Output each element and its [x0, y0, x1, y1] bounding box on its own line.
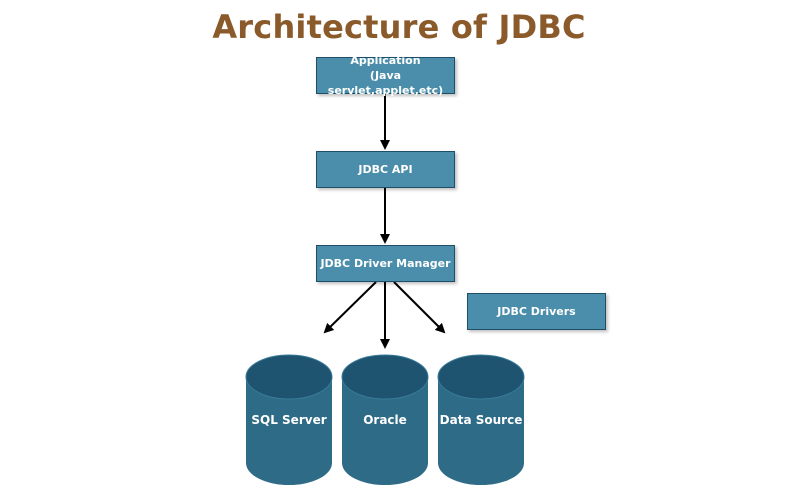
- jdbc-api-label: JDBC API: [358, 163, 413, 176]
- database-cylinder-oracle: [341, 354, 429, 485]
- sql-server-label: SQL Server: [251, 413, 327, 427]
- arrow-manager-to-sql: [323, 281, 377, 334]
- jdbc-api-box: JDBC API: [316, 151, 455, 188]
- application-sublabel: (Java servlet,applet,etc): [327, 69, 444, 97]
- jdbc-drivers-label: JDBC Drivers: [497, 305, 576, 318]
- application-box: Application (Java servlet,applet,etc): [316, 54, 455, 97]
- database-cylinder-data-source: [437, 354, 525, 485]
- database-cylinder-sql-server: [245, 354, 333, 485]
- application-label: Application: [350, 54, 421, 67]
- diagram-title: Architecture of JDBC: [212, 8, 586, 46]
- jdbc-driver-manager-label: JDBC Driver Manager: [320, 257, 451, 270]
- jdbc-drivers-box: JDBC Drivers: [467, 293, 606, 330]
- data-source-label: Data Source: [439, 413, 523, 427]
- oracle-label: Oracle: [363, 413, 407, 427]
- jdbc-driver-manager-box: JDBC Driver Manager: [316, 245, 455, 282]
- arrow-manager-to-datasource: [393, 281, 446, 334]
